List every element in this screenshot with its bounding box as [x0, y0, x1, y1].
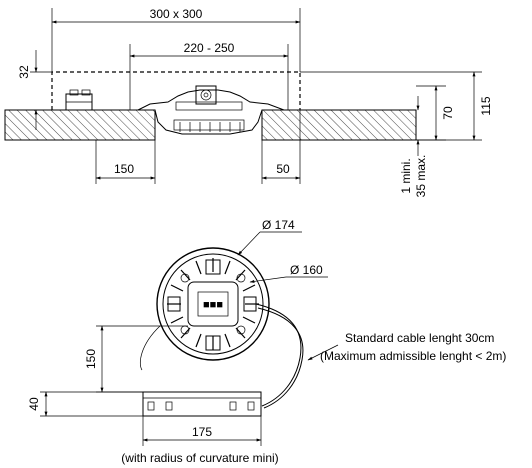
dim-label-150-drop: 150: [84, 349, 98, 369]
dim-label-220-250: 220 - 250: [184, 41, 235, 55]
plan-view: ■■■ Ø 174 Ø 160: [27, 218, 506, 465]
dim-40: 40: [27, 391, 143, 417]
outer-rim: [156, 247, 270, 361]
dim-175: 175: [142, 416, 262, 446]
ceiling-min-label: 1 mini.: [399, 158, 413, 193]
dim-32: 32: [17, 50, 52, 130]
curvature-arc: [139, 325, 161, 371]
clip-bottom: [205, 335, 221, 351]
dim-50-right: 50: [261, 110, 301, 184]
dia-160-label: Ø 160: [290, 263, 323, 277]
dim-150-drop: 150: [84, 325, 188, 393]
central-hub: [187, 281, 239, 327]
dim-150-left: 150: [95, 140, 156, 184]
dim-label-150-left: 150: [114, 162, 134, 176]
dim-300x300: 300 x 300: [51, 7, 301, 72]
curvature-note: (with radius of curvature mini): [121, 451, 278, 465]
clip-left: [167, 296, 181, 312]
inner-rim: [162, 253, 264, 355]
power-cable: [255, 303, 302, 407]
radial-fins: [167, 258, 259, 350]
dim-115: 115: [300, 71, 493, 141]
ceiling-right: [261, 109, 417, 141]
cable-note-line1: Standard cable lenght 30cm: [345, 331, 494, 345]
dia-160-callout: Ø 160: [249, 263, 328, 283]
dim-label-50: 50: [276, 162, 290, 176]
hub-marking: ■■■: [203, 299, 223, 311]
clip-top: [205, 259, 221, 275]
luminaire-body: [137, 85, 285, 135]
dim-70: 70: [416, 85, 455, 141]
cable-note-line2: (Maximum admissible lenght < 2m): [320, 349, 506, 363]
ceiling-max-label: 35 max.: [414, 155, 428, 198]
section-view: 300 x 300 220 - 250 32 70 11: [4, 7, 493, 197]
dim-220-250: 220 - 250: [129, 41, 289, 110]
clip-right: [243, 296, 257, 312]
dim-label-70: 70: [441, 106, 455, 120]
dim-label-40: 40: [27, 397, 41, 411]
junction-box: [65, 89, 93, 111]
dia-174-callout: Ø 174: [237, 218, 302, 256]
ceiling-left: [4, 109, 156, 141]
dia-174-label: Ø 174: [262, 218, 295, 232]
dim-label-115: 115: [479, 96, 493, 115]
dim-ceiling-thickness: 1 mini. 35 max.: [399, 96, 428, 197]
dim-label-175: 175: [192, 425, 212, 439]
dim-label-32: 32: [17, 65, 31, 79]
driver-box: [142, 391, 262, 417]
housing-outline: [51, 71, 301, 110]
dim-label-300x300: 300 x 300: [150, 7, 203, 21]
